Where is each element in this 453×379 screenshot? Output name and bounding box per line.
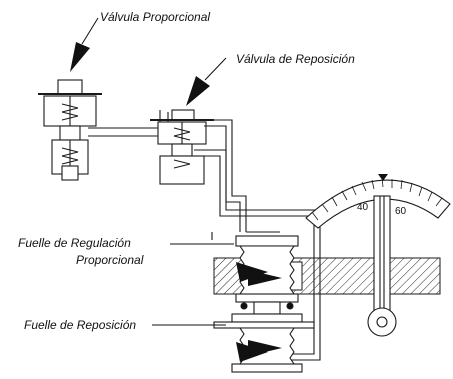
arrow-fuelle-regulacion — [236, 262, 268, 282]
leader-valvula-proporcional — [70, 17, 99, 72]
label-fuelle-regulacion-line1: Fuelle de Regulación — [18, 236, 131, 250]
reposition-bellows — [213, 313, 315, 373]
bellows-pipe — [194, 119, 321, 361]
gauge-tick-60: 60 — [395, 206, 407, 217]
label-fuelle-regulacion-line2: Proporcional — [76, 253, 144, 267]
label-fuelle-reposicion: Fuelle de Reposición — [24, 318, 137, 332]
connecting-pipe — [88, 110, 169, 137]
proportional-valve — [38, 79, 102, 181]
regulation-bellows — [235, 235, 299, 315]
gauge-tick-40: 40 — [357, 202, 369, 213]
label-valvula-reposicion: Válvula de Reposición — [236, 52, 355, 66]
reposition-valve — [150, 109, 214, 185]
arrow-fuelle-reposicion — [236, 342, 268, 362]
gauge — [305, 174, 451, 337]
leader-valvula-reposicion — [186, 57, 227, 106]
label-valvula-proporcional: Válvula Proporcional — [100, 10, 211, 24]
